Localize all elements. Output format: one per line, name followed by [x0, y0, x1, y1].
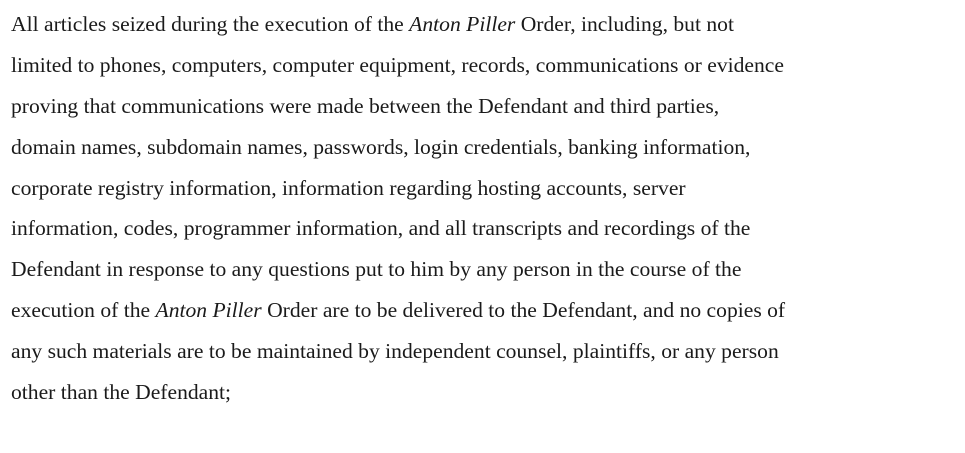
text-line: information, codes, programmer informati… — [11, 216, 751, 241]
text-line: any such materials are to be maintained … — [11, 339, 779, 364]
text-line: proving that communications were made be… — [11, 93, 720, 118]
italic-case-name: Anton Piller — [155, 298, 262, 323]
text-line: limited to phones, computers, computer e… — [11, 52, 784, 77]
text-line: domain names, subdomain names, passwords… — [11, 134, 751, 159]
text-line: All articles seized during the execution… — [11, 12, 734, 36]
text-line: corporate registry information, informat… — [11, 175, 686, 200]
text-line: execution of the Anton Piller Order are … — [11, 298, 786, 323]
text-line: Defendant in response to any questions p… — [11, 257, 742, 282]
italic-case-name: Anton Piller — [409, 12, 516, 36]
body-paragraph: All articles seized during the execution… — [11, 4, 961, 413]
text-line: other than the Defendant; — [11, 380, 232, 405]
